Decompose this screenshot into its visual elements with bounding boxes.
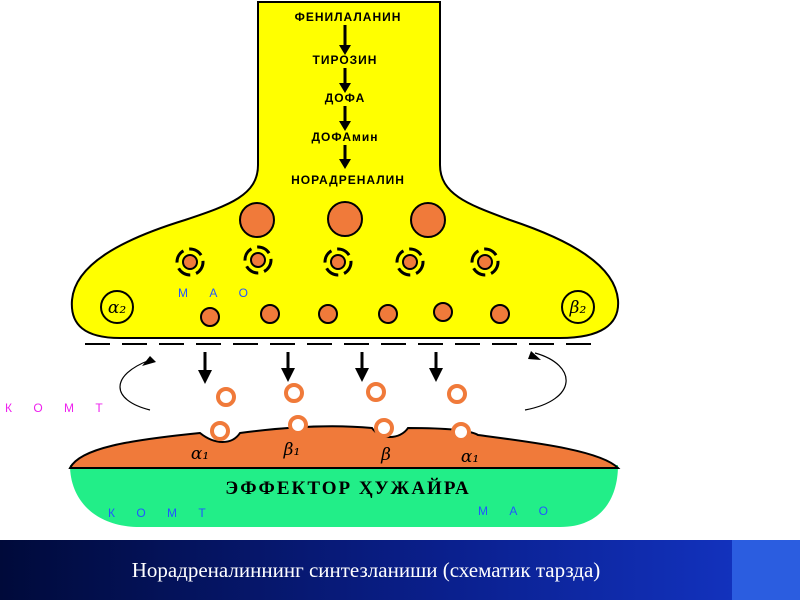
vesicle-icon [288,415,308,435]
vesicle-icon [200,307,220,327]
presynaptic-receptor-right: β₂ [561,290,595,324]
small-vesicles [200,302,510,327]
synapse-diagram: ФЕНИЛАЛАНИН ТИРОЗИН ДОФА ДОФАмин НОРАДРЕ… [5,1,621,527]
enzyme-comt-left: К О М Т [5,401,112,415]
vesicle-icon [451,422,471,442]
vesicle-icon [260,304,280,324]
effector-membrane [68,425,621,469]
circular-arrow-icon [395,247,425,277]
circular-arrow-icon [175,247,205,277]
vesicle-icon [216,387,236,407]
circular-arrow-icon [470,247,500,277]
arrow-down-icon [355,352,369,382]
vesicle-icon [378,304,398,324]
vesicle-icon [318,304,338,324]
vesicle-icon [366,382,386,402]
enzyme-mao-top: М А О [178,286,257,300]
arrow-down-icon [281,352,295,382]
arrow-down-icon [429,352,443,382]
arrow-head-icon [528,351,541,360]
released-transmitter [216,382,467,407]
presynaptic-receptor-left: α₂ [100,290,134,324]
storage-granules [175,245,500,277]
vesicle-icon [410,202,446,238]
vesicle-icon [447,384,467,404]
pathway-step-tyrosine: ТИРОЗИН [313,53,378,67]
vesicle-icon [433,302,453,322]
vesicle-icon [327,201,363,237]
vesicle-icon [284,383,304,403]
postsynaptic-receptor-alpha1: α₁ [191,444,209,464]
release-arrows [198,352,443,384]
arrow-down-icon [198,352,212,384]
caption-text: Норадреналиннинг синтезланиши (схематик … [131,557,601,582]
caption-bar: Норадреналиннинг синтезланиши (схематик … [0,540,800,600]
postsynaptic-receptor-beta1: β₁ [283,440,301,460]
pathway-step-noradrenaline: НОРАДРЕНАЛИН [291,173,405,187]
pathway-step-phenylalanine: ФЕНИЛАЛАНИН [295,10,402,24]
bound-transmitter [210,415,471,442]
vesicle-icon [239,202,275,238]
circular-arrow-icon [323,247,353,277]
caption-accent [732,540,800,600]
vesicle-icon [210,421,230,441]
vesicle-icon [374,418,394,438]
svg-text:β₂: β₂ [569,298,587,318]
svg-text:α₂: α₂ [108,298,126,318]
enzyme-comt-bottom: К О М Т [108,506,215,520]
large-vesicles [239,201,446,238]
pathway-step-dopamine: ДОФАмин [312,130,379,144]
postsynaptic-receptor-beta: β [380,445,391,465]
reuptake-arrow-left [119,359,151,411]
pathway-arrows [339,25,351,169]
presynaptic-neuron [70,1,620,339]
effector-cell-label: ЭФФЕКТОР ҲУЖАЙРА [225,477,470,499]
reuptake-arrow-right [524,352,567,411]
pathway-step-dopa: ДОФА [325,91,366,105]
circular-arrow-icon [243,245,273,275]
vesicle-icon [490,304,510,324]
postsynaptic-receptor-alpha1-2: α₁ [461,447,479,467]
effector-cell [70,465,618,527]
arrow-head-icon [142,356,156,366]
enzyme-mao-bottom: М А О [478,504,557,518]
